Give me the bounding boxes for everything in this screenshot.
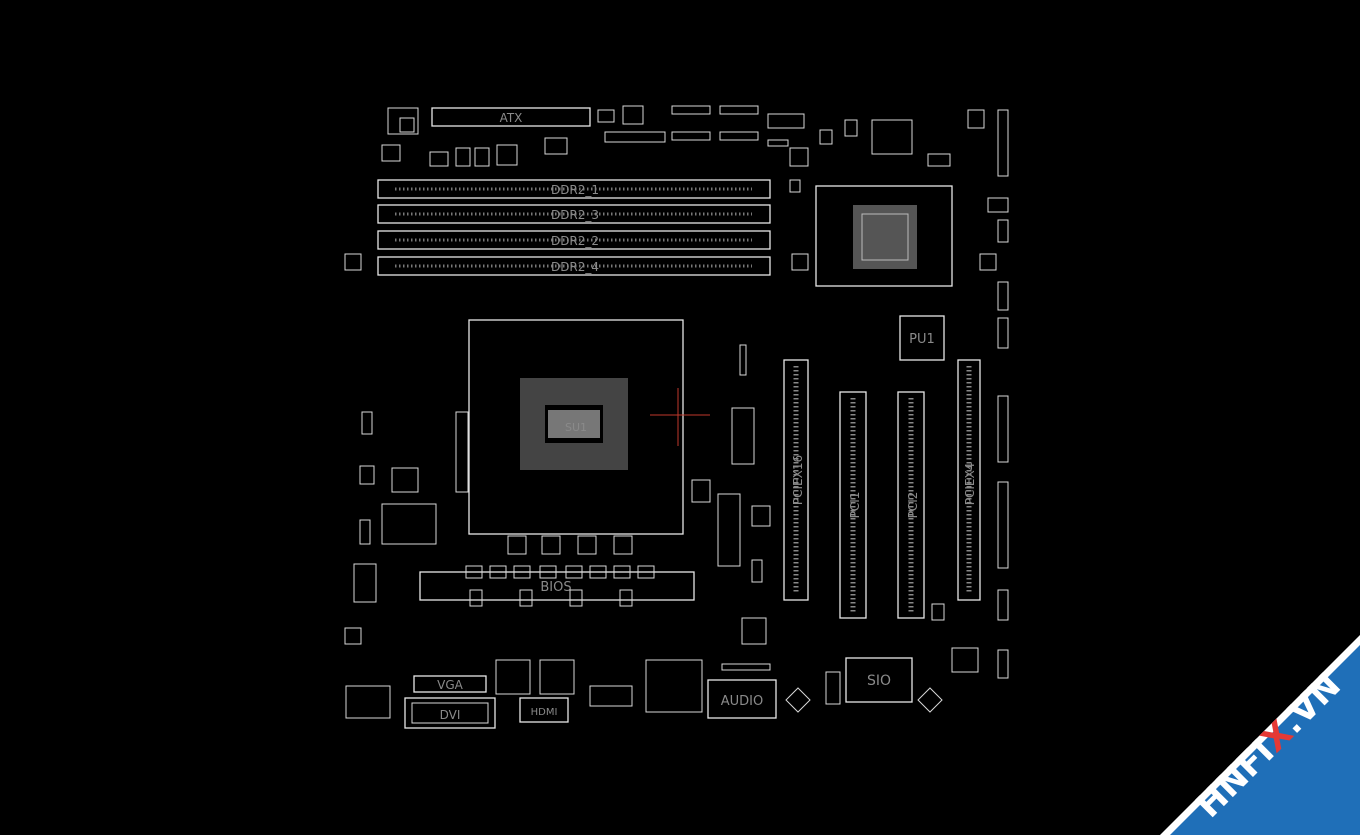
dvi-connector[interactable]: DVI <box>404 697 496 729</box>
cpu-socket[interactable]: SU1 <box>468 319 684 555</box>
ddr-slot-3-label: DDR2_2 <box>551 234 599 248</box>
pciex16-slot[interactable]: PCIEX16 <box>783 359 809 601</box>
ddr-slot-4-label: DDR2_4 <box>551 260 599 274</box>
cpu-socket-label: SU1 <box>565 421 587 434</box>
pciex16-label: PCIEX16 <box>791 455 805 505</box>
pu1-label: PU1 <box>909 332 935 347</box>
vga-label: VGA <box>437 678 464 692</box>
crosshair-cursor <box>650 388 710 446</box>
pci1-slot[interactable]: PCI1 <box>839 391 867 619</box>
sio-chip[interactable]: SIO <box>845 657 913 703</box>
bios-label: BIOS <box>540 580 571 595</box>
ddr-slot-2[interactable]: DDR2_3 <box>377 204 771 224</box>
hdmi-label: HDMI <box>531 707 558 718</box>
hnfix-watermark: HNFIX.VN <box>1160 635 1360 835</box>
pciex4-label: PCIEX4 <box>963 463 977 506</box>
sio-label: SIO <box>867 673 891 689</box>
bios-area[interactable]: BIOS <box>419 565 695 607</box>
ddr-slot-1[interactable]: DDR2_1 <box>377 179 771 199</box>
ddr-slot-1-label: DDR2_1 <box>551 183 599 197</box>
audio-label: AUDIO <box>721 694 764 709</box>
audio-connector[interactable]: AUDIO <box>707 679 777 719</box>
pu1-chip[interactable]: PU1 <box>899 315 945 361</box>
pciex4-slot[interactable]: PCIEX4 <box>957 359 981 601</box>
atx-label: ATX <box>500 111 523 125</box>
ddr-slot-4[interactable]: DDR2_4 <box>377 256 771 276</box>
pci1-label: PCI1 <box>848 492 862 519</box>
atx-connector[interactable]: ATX <box>431 107 591 127</box>
ddr-slot-3[interactable]: DDR2_2 <box>377 230 771 250</box>
pci2-slot[interactable]: PCI2 <box>897 391 925 619</box>
dvi-label: DVI <box>440 708 461 722</box>
pci2-label: PCI2 <box>906 492 920 519</box>
hdmi-connector[interactable]: HDMI <box>519 697 569 723</box>
chipset-area[interactable] <box>815 185 953 287</box>
ddr-slot-2-label: DDR2_3 <box>551 208 599 222</box>
vga-connector[interactable]: VGA <box>413 675 487 693</box>
